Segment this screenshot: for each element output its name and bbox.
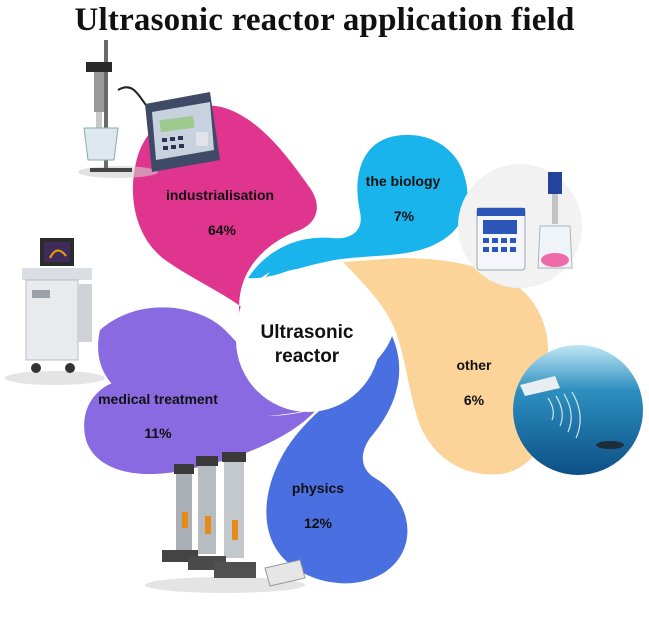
center-label-line1: Ultrasonic	[261, 322, 354, 343]
segment-value-other: 6%	[464, 392, 485, 408]
segment-label-industrialisation: industrialisation	[166, 187, 274, 203]
ultrasound-scanner-icon	[5, 238, 105, 385]
center-label-line2: reactor	[275, 346, 340, 367]
segment-label-physics: physics	[292, 480, 344, 496]
segment-label-medical-treatment: medical treatment	[98, 391, 218, 407]
petal-the-biology	[248, 134, 468, 279]
segment-value-industrialisation: 64%	[208, 222, 237, 238]
segment-value-medical-treatment: 11%	[144, 425, 172, 441]
petal-industrialisation	[132, 105, 317, 383]
lab-sonicator-icon	[458, 164, 582, 288]
segment-label-other: other	[457, 357, 493, 373]
ultrasonic-processor-icon	[78, 40, 220, 178]
sonar-ocean-icon	[513, 345, 643, 475]
center-disc	[236, 268, 380, 412]
petal-physics	[266, 336, 408, 584]
welding-machines-icon	[145, 452, 306, 593]
segment-value-the-biology: 7%	[394, 208, 415, 224]
segment-value-physics: 12%	[304, 515, 333, 531]
segment-label-the-biology: the biology	[366, 173, 441, 189]
petal-other-bottom	[343, 262, 550, 475]
page-title: Ultrasonic reactor application field	[74, 2, 575, 38]
